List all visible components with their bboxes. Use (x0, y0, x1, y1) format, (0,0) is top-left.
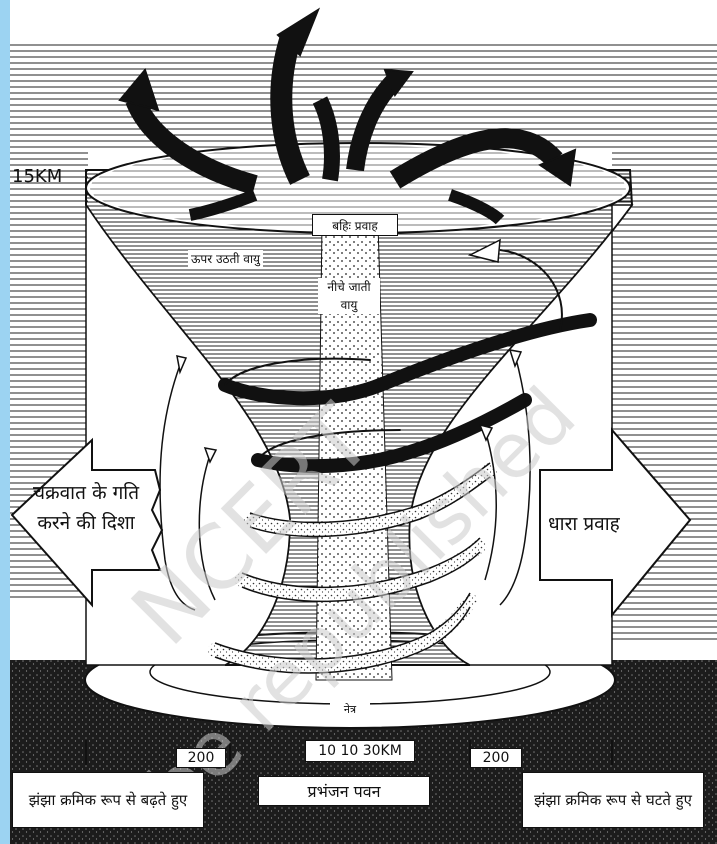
scale-right-label: 200 (470, 748, 522, 768)
bottom-right-label: झंझा क्रमिक रूप से घटते हुए (522, 772, 704, 828)
scale-left-label: 200 (176, 748, 226, 768)
rising-air-label: ऊपर उठती वायु (188, 250, 263, 267)
bottom-center-label: प्रभंजन पवन (258, 776, 430, 806)
scale-center-label: 10 10 30KM (305, 740, 415, 762)
altitude-label: 15KM (12, 166, 62, 187)
bottom-left-label: झंझा क्रमिक रूप से बढ़ते हुए (12, 772, 204, 828)
sinking-air-label: नीचे जाती वायु (318, 278, 380, 314)
movement-direction-label: चक्रवात के गति करने की दिशा (20, 478, 152, 538)
outflow-label: बहिः प्रवाह (312, 214, 398, 236)
stream-flow-label: धारा प्रवाह (548, 510, 620, 536)
eye-label: नेत्र (330, 700, 370, 718)
left-blue-strip (0, 0, 10, 844)
